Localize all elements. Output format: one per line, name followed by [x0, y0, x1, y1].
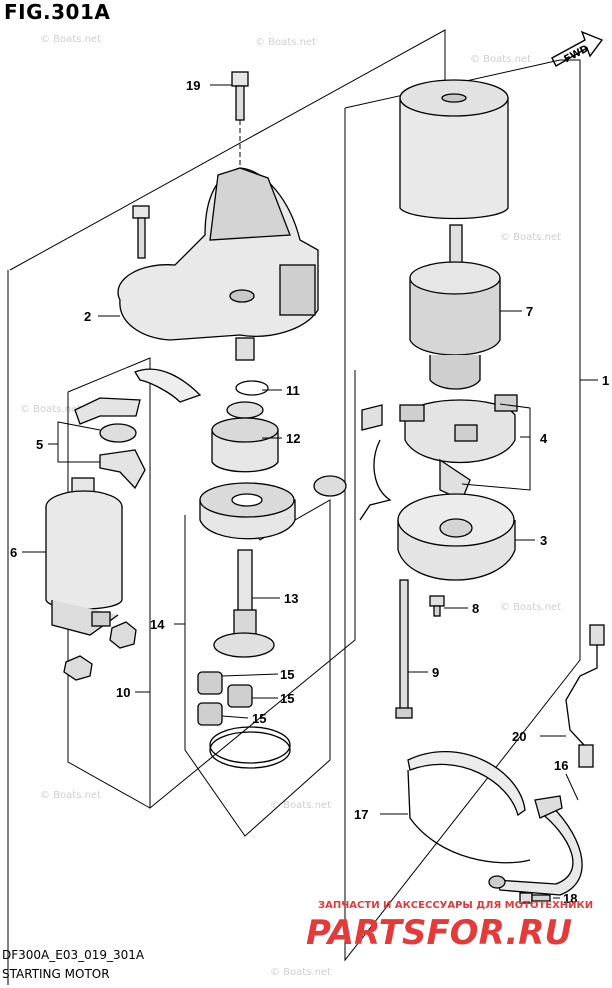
store-branding: ЗАПЧАСТИ И АКСЕССУАРЫ ДЛЯ МОТОТЕХНИКИ PA… — [306, 900, 593, 953]
callout-18: 18 — [563, 891, 577, 906]
watermark-text: © Boats.net — [20, 404, 81, 415]
leader-lines — [22, 84, 579, 899]
screw — [132, 205, 150, 259]
callout-15: 15 — [252, 711, 266, 726]
callout-9: 9 — [432, 665, 439, 680]
diagram-code: DF300A_E03_019_301A — [2, 948, 145, 962]
watermark-text: © Boats.net — [500, 602, 561, 613]
callouts: 19 2 11 12 5 6 13 14 10 15 15 15 1 7 4 3… — [10, 78, 609, 906]
watermark-text: © Boats.net — [40, 790, 101, 801]
callout-19: 19 — [186, 78, 200, 93]
callout-4: 4 — [540, 431, 548, 446]
ring-gear — [209, 726, 291, 769]
watermark-text: © Boats.net — [470, 54, 531, 65]
callout-11: 11 — [286, 383, 300, 398]
callout-12: 12 — [286, 431, 300, 446]
callout-13: 13 — [284, 591, 298, 606]
strap-16 — [488, 795, 583, 896]
callout-1: 1 — [602, 373, 609, 388]
fwd-arrow-icon: FWD — [551, 30, 604, 67]
end-cover-3 — [397, 493, 516, 581]
shift-lever — [134, 368, 202, 403]
lead-wire-20 — [565, 624, 605, 768]
plunger-parts-5 — [74, 397, 146, 490]
figure-title: FIG.301A — [4, 0, 111, 24]
diagram-name: STARTING MOTOR — [2, 967, 110, 981]
brush-holder-4 — [313, 394, 518, 521]
store-tagline: ЗАПЧАСТИ И АКСЕССУАРЫ ДЛЯ МОТОТЕХНИКИ — [318, 900, 593, 911]
callout-6: 6 — [10, 545, 17, 560]
assembly-box-14 — [184, 499, 331, 837]
nut — [109, 621, 137, 649]
armature-7 — [409, 224, 501, 390]
callout-2: 2 — [84, 309, 91, 324]
watermark-text: © Boats.net — [270, 800, 331, 811]
watermark-text: © Boats.net — [40, 34, 101, 45]
callout-10: 10 — [116, 685, 130, 700]
screw-8 — [429, 595, 445, 617]
callout-5: 5 — [36, 437, 43, 452]
callout-14: 14 — [150, 617, 165, 632]
band-17 — [407, 750, 531, 864]
pinion-shaft-13 — [213, 549, 275, 658]
watermark-text: © Boats.net — [255, 37, 316, 48]
callout-20: 20 — [512, 729, 526, 744]
store-logo: PARTSFOR.RU — [306, 913, 572, 953]
callout-17: 17 — [354, 807, 368, 822]
callout-8: 8 — [472, 601, 479, 616]
callout-7: 7 — [526, 304, 533, 319]
yoke — [399, 79, 509, 220]
watermark-text: © Boats.net — [500, 232, 561, 243]
assembly-box-1 — [344, 59, 581, 962]
screw-18 — [519, 892, 551, 904]
callout-15: 15 — [280, 667, 294, 682]
callout-3: 3 — [540, 533, 547, 548]
watermark-text: © Boats.net — [270, 967, 331, 978]
drive-housing-2 — [117, 167, 319, 341]
pinion-12 — [211, 401, 279, 473]
through-bolt-9 — [395, 579, 413, 719]
solenoid-6 — [45, 477, 123, 636]
callout-16: 16 — [554, 758, 568, 773]
planet-gears-15 — [197, 671, 253, 726]
callout-15: 15 — [280, 691, 294, 706]
circlip-11 — [235, 380, 269, 396]
bushing — [235, 337, 255, 361]
watermarks: © Boats.net © Boats.net © Boats.net © Bo… — [20, 34, 561, 978]
nut — [63, 655, 93, 681]
clutch-disc-14 — [199, 482, 296, 540]
